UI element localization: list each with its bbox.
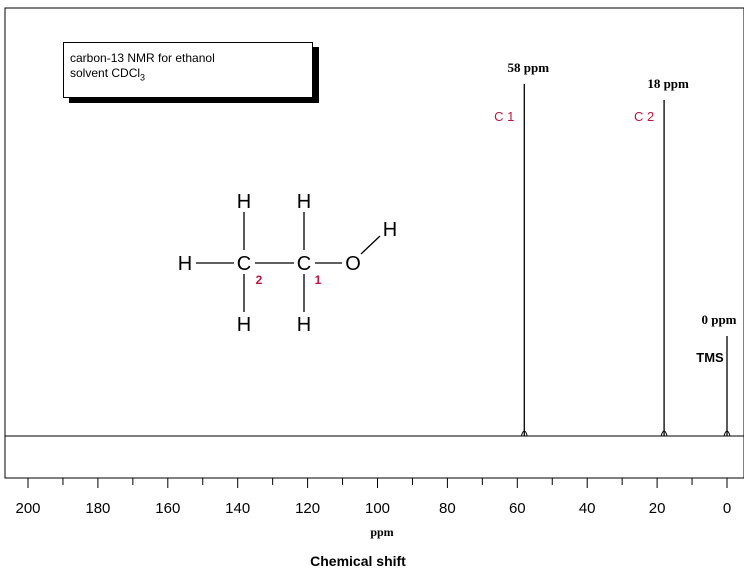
legend-solvent-text: solvent CDCl — [70, 66, 141, 80]
carbon-number-2: 2 — [256, 273, 263, 287]
peak-foot-0 — [520, 430, 528, 437]
peak-assignment-2: TMS — [696, 350, 724, 365]
x-tick-label-80: 80 — [439, 500, 456, 517]
x-axis-unit: ppm — [370, 525, 393, 539]
atom-h-bottom-c2: H — [237, 314, 251, 336]
x-tick-label-200: 200 — [15, 500, 40, 517]
x-axis-ticks — [27, 478, 728, 488]
bond-o-h — [360, 235, 381, 255]
atom-h-hydroxyl: H — [383, 219, 397, 241]
atom-h-left: H — [178, 253, 192, 275]
legend-box: carbon-13 NMR for ethanol solvent CDCl3 — [63, 42, 313, 98]
x-tick-label-180: 180 — [85, 500, 110, 517]
x-tick-label-140: 140 — [225, 500, 250, 517]
peak-assignments: C 1 C 2 TMS — [494, 109, 724, 365]
legend-solvent-subscript: 3 — [140, 72, 146, 83]
legend-solvent: solvent CDCl3 — [70, 66, 312, 85]
atom-h-bottom-c1: H — [297, 314, 311, 336]
peak-labels: 58 ppm 18 ppm 0 ppm — [508, 60, 737, 327]
legend-title: carbon-13 NMR for ethanol — [70, 51, 215, 65]
atom-c1: C — [297, 253, 311, 275]
x-tick-label-0: 0 — [723, 500, 731, 517]
x-tick-label-20: 20 — [649, 500, 666, 517]
peak-assignment-0: C 1 — [494, 109, 514, 124]
x-tick-label-100: 100 — [365, 500, 390, 517]
ethanol-structure: H H H C C H H O H 2 1 — [178, 191, 397, 336]
x-tick-label-120: 120 — [295, 500, 320, 517]
x-tick-label-60: 60 — [509, 500, 526, 517]
peak-label-1: 18 ppm — [647, 76, 689, 91]
peak-foot-1 — [660, 430, 668, 437]
x-tick-label-40: 40 — [579, 500, 596, 517]
peak-assignment-1: C 2 — [634, 109, 654, 124]
atom-h-top-c1: H — [297, 191, 311, 213]
x-tick-label-160: 160 — [155, 500, 180, 517]
atom-o: O — [345, 253, 361, 275]
peak-label-0: 58 ppm — [508, 60, 550, 75]
x-axis-label: Chemical shift — [310, 553, 406, 569]
peak-foot-2 — [723, 430, 731, 437]
atom-c2: C — [237, 253, 251, 275]
carbon-number-1: 1 — [315, 273, 322, 287]
spectrum-peaks — [520, 84, 731, 437]
atom-h-top-c2: H — [237, 191, 251, 213]
peak-label-2: 0 ppm — [701, 312, 736, 327]
